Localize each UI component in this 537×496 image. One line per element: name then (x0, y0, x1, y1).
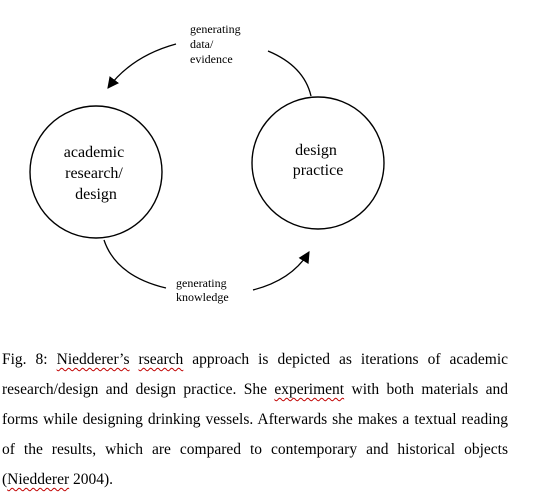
svg-text:design practice: design practice (293, 142, 344, 179)
edge-generating-knowledge: generating knowledge (103, 239, 310, 304)
edge-bottom-arrow (252, 251, 310, 291)
edge-top-arrow (107, 43, 177, 89)
flagged-word: rsearch (138, 351, 184, 368)
flagged-word: Niedderer’s (56, 351, 130, 368)
edge-top-label-line-3: evidence (190, 52, 233, 66)
edge-top-connector (267, 50, 312, 97)
caption-text (130, 351, 139, 368)
node-practice-line-1: design (295, 142, 337, 159)
caption-text: Fig. 8: (2, 351, 57, 368)
figure-caption: Fig. 8: Niedderer’s rsearch approach is … (2, 345, 508, 495)
flagged-word: experiment (274, 381, 345, 398)
edge-bottom-label-line-2: knowledge (176, 290, 229, 304)
svg-text:generating knowledge: generating knowledge (176, 276, 230, 304)
edge-top-label-line-2: data/ (190, 37, 214, 51)
node-academic-research-design: academic research/ design (29, 105, 163, 239)
svg-text:generating data/ e: generating data/ evidence (190, 22, 244, 66)
node-design-practice: design practice (251, 96, 385, 230)
caption-paragraph: Fig. 8: Niedderer’s rsearch approach is … (2, 345, 508, 495)
caption-text: with both materials and forms while desi… (2, 381, 508, 488)
caption-text: approach is depicted as iterations of ac… (2, 351, 509, 398)
node-academic-line-2: research/ (65, 165, 123, 182)
node-practice-line-2: practice (293, 162, 344, 179)
research-cycle-diagram: academic research/ design design practic… (29, 22, 385, 304)
node-academic-line-1: academic (64, 144, 124, 161)
svg-text:academic research/: academic research/ design (64, 144, 128, 203)
edge-top-label-line-1: generating (190, 22, 241, 36)
caption-text: 2004). (69, 471, 114, 488)
node-academic-line-3: design (75, 186, 117, 203)
edge-generating-data-evidence: generating data/ evidence (107, 22, 312, 97)
flagged-word: Niedderer (7, 471, 70, 488)
edge-bottom-connector (103, 239, 167, 289)
edge-bottom-label-line-1: generating (176, 276, 227, 290)
